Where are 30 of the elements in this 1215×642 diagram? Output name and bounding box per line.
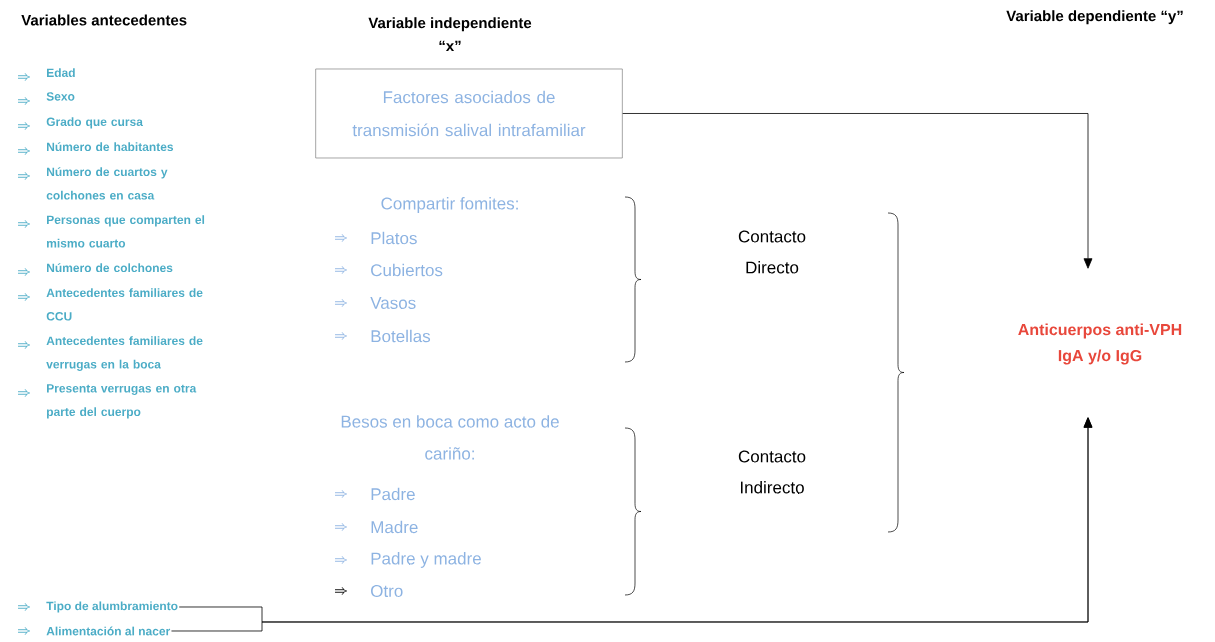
group-label: Contacto Indirecto bbox=[738, 450, 806, 494]
list-item: Número de colchones bbox=[47, 263, 173, 273]
list-item: Madre bbox=[371, 520, 418, 534]
heading: Variables antecedentes bbox=[21, 14, 187, 26]
group-label: Contacto Directo bbox=[738, 230, 806, 274]
list-item: Presenta verrugas en otra parte del cuerpo bbox=[47, 384, 197, 419]
list-item: Padre y madre bbox=[371, 552, 481, 568]
heading: Variable dependiente “y” bbox=[1006, 10, 1183, 25]
list-item: Tipo de alumbramiento bbox=[46, 601, 178, 613]
list-item: Otro bbox=[371, 584, 403, 597]
list-item: Número de cuartos y colchones en casa bbox=[46, 167, 168, 200]
list-item: Botellas bbox=[371, 329, 431, 343]
list-item: Alimentación al nacer bbox=[46, 626, 171, 636]
list-item: Edad bbox=[47, 68, 75, 77]
list-item: Grado que cursa bbox=[46, 117, 143, 129]
list-item: Sexo bbox=[46, 92, 75, 101]
text-box: Factores asociados de transmisión salival intrafamiliar bbox=[315, 68, 623, 159]
list-item: Antecedentes familiares de verrugas en la boca bbox=[46, 336, 203, 371]
list-item: Personas que comparten el mismo cuarto bbox=[47, 215, 205, 248]
list-item: Vasos bbox=[370, 297, 416, 309]
result-text: Anticuerpos anti-VPH IgA y/o IgG bbox=[1018, 323, 1182, 365]
list-item: Cubiertos bbox=[371, 263, 443, 277]
heading: Variable independiente “x” bbox=[368, 17, 532, 52]
group-heading: Compartir fomites: bbox=[381, 197, 518, 213]
list-item: Platos bbox=[371, 231, 417, 245]
list-item: Número de habitantes bbox=[47, 142, 174, 152]
group-heading: Besos en boca como acto de cariño: bbox=[341, 415, 559, 460]
arrow bbox=[622, 113, 1093, 269]
list-item: Antecedentes familiares de CCU bbox=[46, 288, 203, 321]
list-item: Padre bbox=[371, 487, 415, 501]
